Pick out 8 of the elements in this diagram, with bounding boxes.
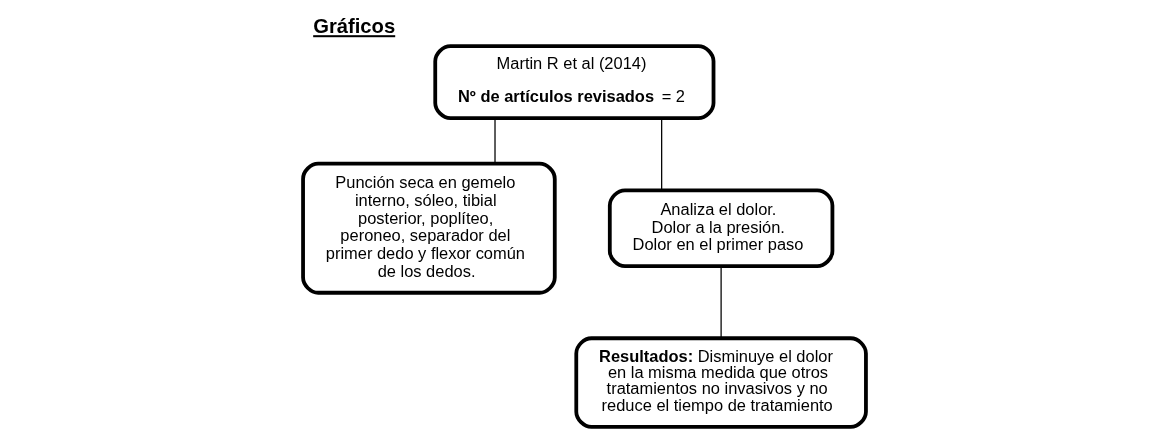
- diagram-title: Gráficos: [313, 15, 396, 38]
- node-box: Martin R et al (2014) Nº de artículos revisados = 2: [433, 44, 716, 121]
- node-box: Punción seca en gemelo interno, sóleo, tibial posterior, poplíteo, peroneo, separador del primer dedo y flexor común de los dedos.: [301, 161, 557, 295]
- node-box: Resultados: Disminuye el dolor en la misma medida que otros tratamientos no invasivos y no reduce el tiempo de tratamiento: [574, 336, 868, 429]
- connector: [494, 117, 496, 165]
- connector: [720, 265, 722, 339]
- connector: [661, 117, 663, 191]
- node-box: Analiza el dolor. Dolor a la presión. Dolor en el primer paso: [607, 188, 835, 269]
